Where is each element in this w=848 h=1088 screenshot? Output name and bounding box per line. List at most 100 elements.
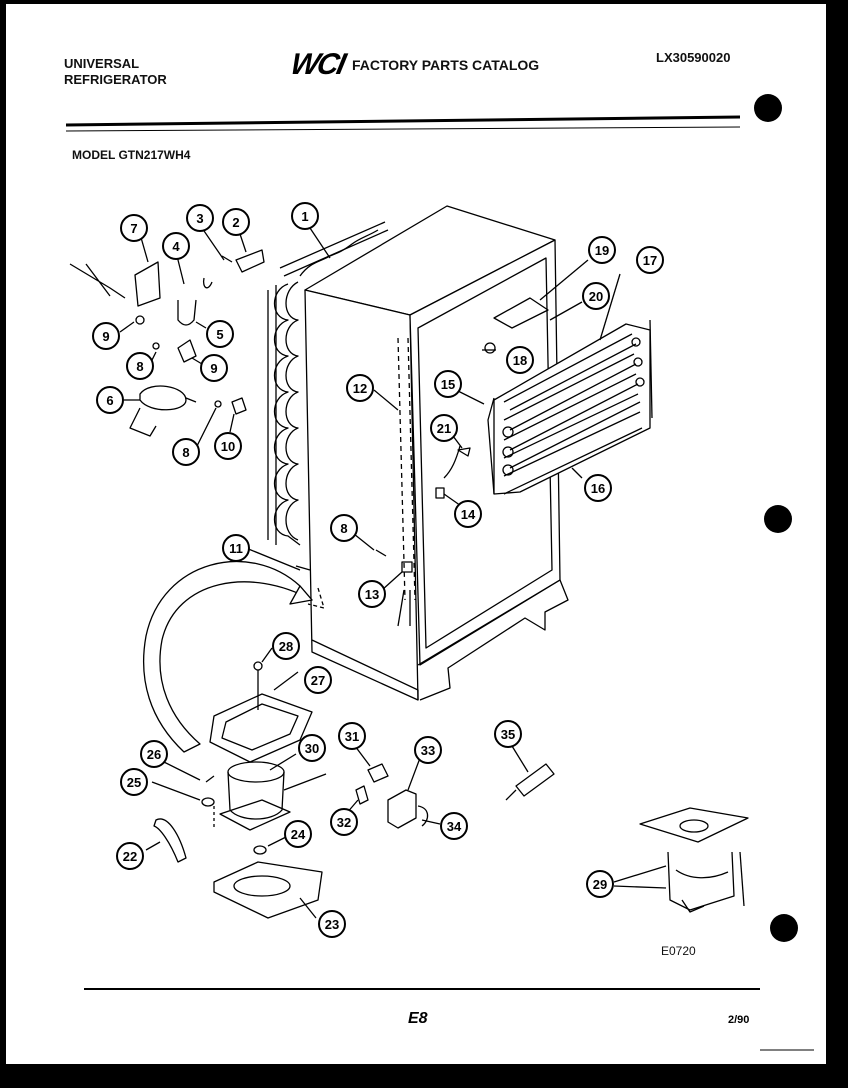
svg-text:1: 1: [301, 209, 308, 224]
callout-3: 3: [186, 204, 214, 232]
svg-text:33: 33: [421, 743, 435, 758]
header-rule: [65, 115, 741, 132]
callout-9: 9: [200, 354, 228, 382]
svg-text:19: 19: [595, 243, 609, 258]
binder-hole: [764, 505, 792, 533]
svg-text:12: 12: [353, 381, 367, 396]
condenser-coil: [267, 221, 389, 546]
svg-text:35: 35: [501, 727, 515, 742]
binder-hole: [754, 94, 782, 122]
callout-5: 5: [206, 320, 234, 348]
footer-rule: [84, 988, 814, 1051]
svg-text:30: 30: [305, 741, 319, 756]
svg-text:21: 21: [437, 421, 451, 436]
callout-29: 29: [586, 870, 614, 898]
svg-text:26: 26: [147, 747, 161, 762]
leader-lines: [119, 221, 667, 919]
callout-11: 11: [222, 534, 250, 562]
svg-text:31: 31: [345, 729, 359, 744]
airflow-arrow: [143, 560, 325, 753]
relay-overload: [355, 763, 429, 829]
svg-text:14: 14: [461, 507, 476, 522]
callout-31: 31: [338, 722, 366, 750]
diagram-code: E0720: [661, 944, 696, 958]
svg-text:8: 8: [136, 359, 143, 374]
callout-16: 16: [584, 474, 612, 502]
svg-text:5: 5: [216, 327, 223, 342]
callout-13: 13: [358, 580, 386, 608]
callout-26: 26: [140, 740, 168, 768]
callout-9: 9: [92, 322, 120, 350]
svg-text:9: 9: [102, 329, 109, 344]
svg-text:28: 28: [279, 639, 293, 654]
svg-text:10: 10: [221, 439, 235, 454]
svg-text:6: 6: [106, 393, 113, 408]
brand-line-2: REFRIGERATOR: [64, 72, 167, 87]
callout-28: 28: [272, 632, 300, 660]
callout-35: 35: [494, 720, 522, 748]
callout-group: 1 2 3 4 5 6 7 8 8 8 9 9 10 11 12 13 14 1…: [92, 202, 664, 938]
callout-8: 8: [172, 438, 200, 466]
evaporator-coil: [487, 319, 653, 495]
callout-18: 18: [506, 346, 534, 374]
svg-text:17: 17: [643, 253, 657, 268]
svg-text:20: 20: [589, 289, 603, 304]
callout-33: 33: [414, 736, 442, 764]
callout-24: 24: [284, 820, 312, 848]
callout-23: 23: [318, 910, 346, 938]
svg-text:2: 2: [232, 215, 239, 230]
brand-line-1: UNIVERSAL: [64, 56, 140, 71]
callout-25: 25: [120, 768, 148, 796]
svg-text:3: 3: [196, 211, 203, 226]
callout-14: 14: [454, 500, 482, 528]
compressor: [153, 761, 327, 919]
svg-text:29: 29: [593, 877, 607, 892]
callout-7: 7: [120, 214, 148, 242]
mounting-bracket-detail: [639, 807, 749, 913]
svg-text:32: 32: [337, 815, 351, 830]
revision-date: 2/90: [728, 1014, 750, 1026]
callout-30: 30: [298, 734, 326, 762]
svg-text:23: 23: [325, 917, 339, 932]
callout-1: 1: [291, 202, 319, 230]
svg-text:8: 8: [340, 521, 347, 536]
svg-text:18: 18: [513, 353, 527, 368]
callout-22: 22: [116, 842, 144, 870]
callout-6: 6: [96, 386, 124, 414]
callout-2: 2: [222, 208, 250, 236]
callout-32: 32: [330, 808, 358, 836]
svg-text:16: 16: [591, 481, 605, 496]
callout-8: 8: [126, 352, 154, 380]
callout-34: 34: [440, 812, 468, 840]
callout-21: 21: [430, 414, 458, 442]
page-number: E8: [408, 1010, 428, 1027]
callout-17: 17: [636, 246, 664, 274]
svg-text:15: 15: [441, 377, 455, 392]
callout-19: 19: [588, 236, 616, 264]
drain-pan: [209, 661, 313, 763]
electrical-parts: [69, 249, 265, 437]
svg-text:27: 27: [311, 673, 325, 688]
callout-12: 12: [346, 374, 374, 402]
callout-27: 27: [304, 666, 332, 694]
svg-text:13: 13: [365, 587, 379, 602]
svg-text:9: 9: [210, 361, 217, 376]
catalog-title: FACTORY PARTS CATALOG: [352, 57, 540, 73]
svg-text:25: 25: [127, 775, 141, 790]
capacitor: [505, 763, 555, 801]
binder-hole: [770, 914, 798, 942]
callout-15: 15: [434, 370, 462, 398]
svg-text:22: 22: [123, 849, 137, 864]
model-label: MODEL GTN217WH4: [72, 148, 191, 162]
callout-10: 10: [214, 432, 242, 460]
svg-text:7: 7: [130, 221, 137, 236]
svg-text:8: 8: [182, 445, 189, 460]
svg-text:11: 11: [229, 541, 243, 556]
small-parts: [375, 297, 549, 627]
callout-20: 20: [582, 282, 610, 310]
callout-8: 8: [330, 514, 358, 542]
svg-text:4: 4: [172, 239, 180, 254]
document-id: LX30590020: [656, 50, 731, 65]
svg-text:34: 34: [447, 819, 462, 834]
